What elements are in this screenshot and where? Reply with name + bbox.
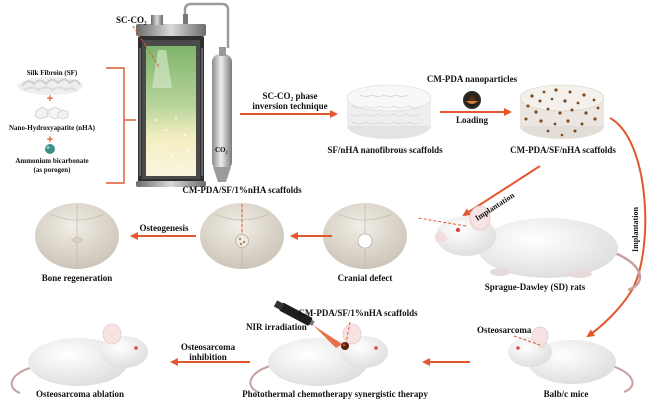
- cm-pda-nanoparticles-label: CM-PDA nanoparticles: [426, 74, 518, 84]
- silk-fibroin-label: Silk Fibroin (SF): [26, 69, 78, 77]
- nir-irradiation-label: NIR irradiation: [246, 322, 307, 332]
- sc-co2-label: SC-CO₂: [116, 15, 147, 25]
- loading-label: Loading: [455, 115, 489, 125]
- skull-scaffold-implanted-icon: [200, 203, 284, 269]
- silk-fibroin-icon: [17, 77, 83, 95]
- osteosarcoma-pointer: [513, 335, 541, 346]
- cm-pda-sf-nha-scaffolds-label: CM-PDA/SF/nHA scaffolds: [510, 145, 616, 155]
- balb-c-mouse-icon: [508, 326, 634, 393]
- scaffold-pointer-bottom: [345, 321, 351, 344]
- bone-regeneration-label: Bone regeneration: [41, 273, 113, 283]
- osteosarcoma-ablation-label: Osteosarcoma ablation: [35, 389, 125, 399]
- sd-rat-icon: [434, 205, 642, 292]
- rat-defect-pointer: [417, 217, 467, 227]
- cm-pda-sf-1nha-top-label: CM-PDA/SF/1%nHA scaffolds: [182, 185, 302, 195]
- osteosarcoma-inhibition-line1: Osteosarcoma: [180, 342, 236, 352]
- photothermal-therapy-label: Photothermal chemotherapy synergistic th…: [242, 389, 428, 399]
- ammonium-bicarbonate-icon: [45, 144, 55, 154]
- treated-mouse-icon: [249, 323, 388, 393]
- co2-tank-label: CO₂: [215, 146, 228, 154]
- sf-nha-scaffold-icon: [346, 84, 432, 139]
- plus-icon: +: [47, 93, 53, 105]
- osteosarcoma-label: Osteosarcoma: [477, 325, 532, 335]
- components-bracket: [106, 67, 125, 184]
- sd-rats-label: Sprague-Dawley (SD) rats: [484, 282, 586, 292]
- plus-icon: +: [47, 134, 53, 146]
- ammonium-bicarbonate-label: Ammonium bicarbonate: [15, 157, 89, 165]
- cm-pda-sf-nha-scaffold-icon: [519, 84, 605, 139]
- nano-ha-label: Nano-Hydroxyapatite (nHA): [8, 124, 96, 132]
- phase-inversion-line2: inversion technique: [252, 101, 328, 111]
- skull-bone-regeneration-icon: [35, 203, 119, 269]
- cranial-defect-label: Cranial defect: [337, 273, 393, 283]
- porogen-label: (as porogen): [33, 166, 71, 174]
- implantation-mice-label: Implantation: [631, 207, 640, 252]
- skull-cranial-defect-icon: [323, 203, 407, 269]
- osteosarcoma-inhibition-line2: inhibition: [189, 352, 227, 362]
- sc-co2-pointer: [132, 25, 161, 69]
- co2-tank-icon: [212, 47, 232, 182]
- ablation-mouse-icon: [10, 323, 148, 394]
- nano-hydroxyapatite-icon: [34, 106, 69, 120]
- osteogenesis-label: Osteogenesis: [139, 223, 189, 233]
- balb-c-mice-label: Balb/c mice: [543, 389, 589, 399]
- phase-inversion-line1: SC-CO₂ phase: [262, 91, 318, 101]
- sc-co2-reactor: [136, 2, 230, 187]
- nir-laser-icon: [273, 300, 342, 348]
- cm-pda-sf-1nha-bottom-label: CM-PDA/SF/1%nHA scaffolds: [298, 308, 418, 318]
- sf-nha-scaffolds-label: SF/nHA nanofibrous scaffolds: [327, 145, 443, 155]
- cm-pda-nanoparticle-icon: [463, 91, 481, 109]
